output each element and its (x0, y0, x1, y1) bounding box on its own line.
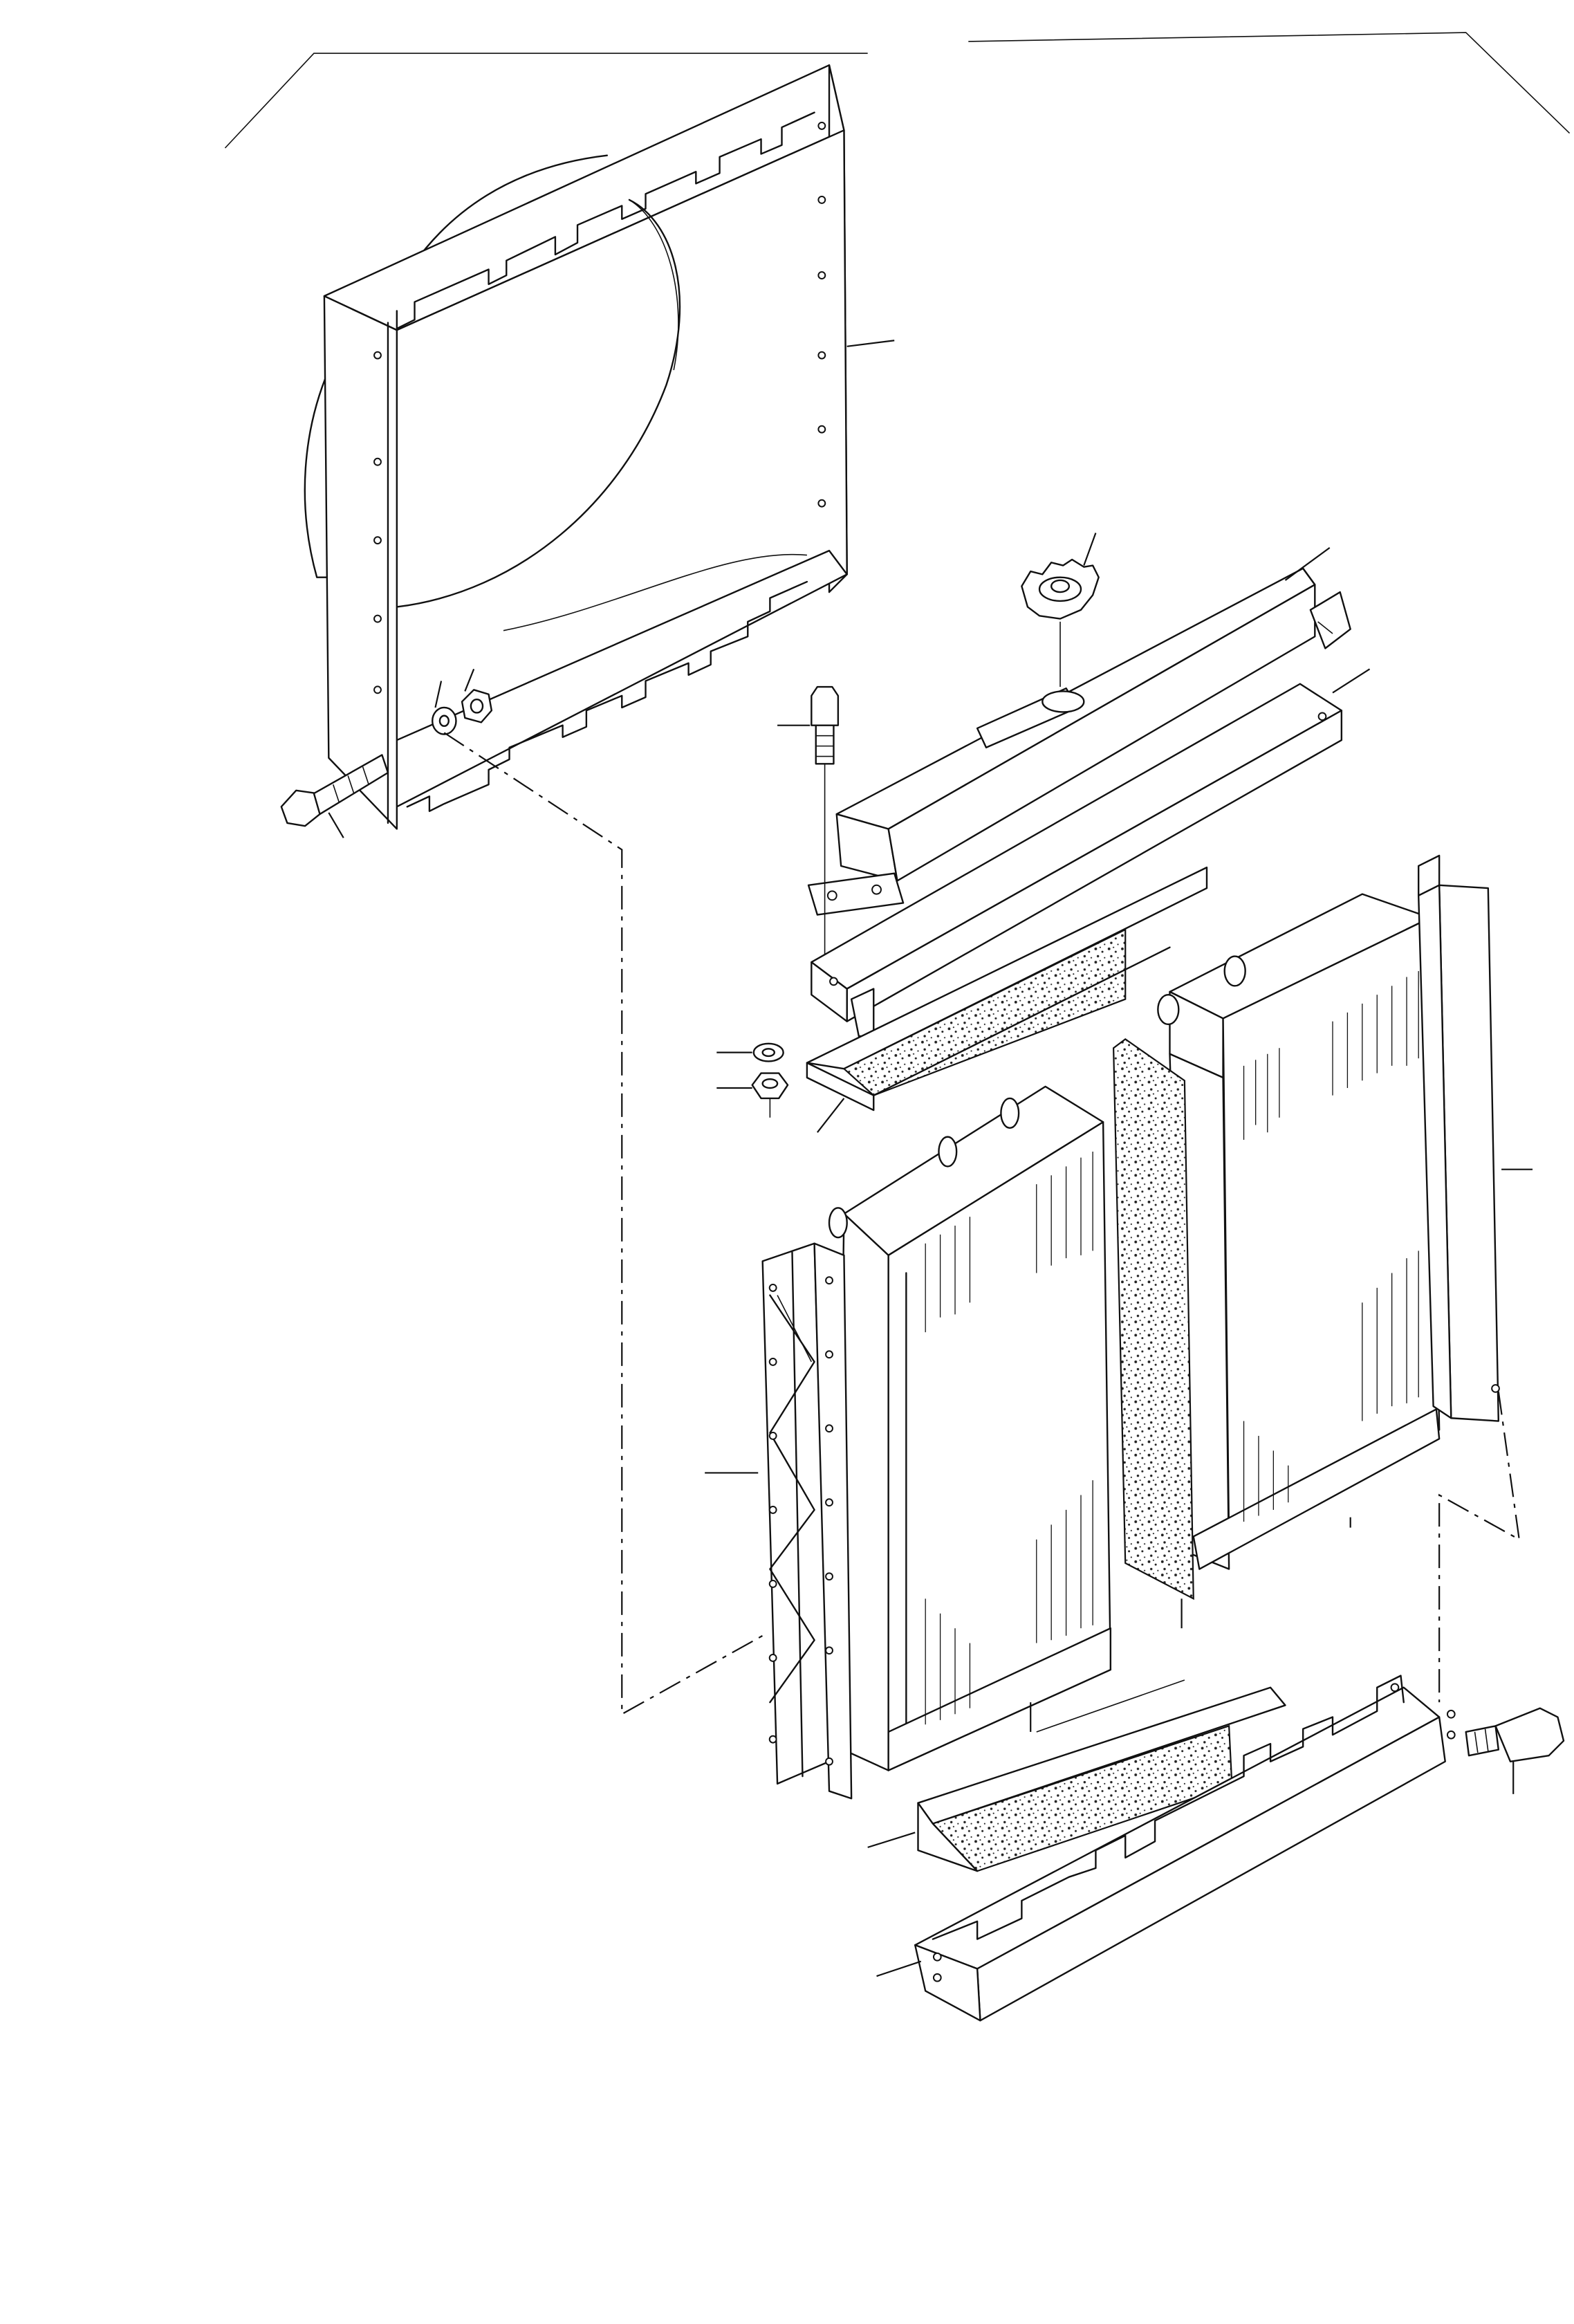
lower-bolt (1466, 1708, 1564, 1794)
bolt-icon (811, 687, 838, 764)
rear-core-fins (1244, 971, 1419, 1522)
front-core-fins (925, 1152, 1093, 1724)
cap-icon (1021, 560, 1098, 619)
nut-icon (462, 690, 492, 722)
shroud-fasteners (281, 669, 492, 838)
lower-bracket (877, 1676, 1455, 2021)
fan-blade-icon (305, 370, 329, 578)
side-support-frame (705, 1244, 851, 1799)
nut-icon (752, 1073, 788, 1098)
center-foam-seal (1113, 1039, 1194, 1628)
upper-seal-channel (807, 867, 1207, 1132)
upper-fasteners (716, 1044, 788, 1118)
radiator-cap (1021, 533, 1098, 687)
rear-core (1158, 894, 1439, 1569)
lower-seal-channel (868, 1680, 1286, 1871)
frame-holes (770, 1277, 833, 1764)
washer-icon (432, 708, 456, 735)
frame-corner-lines (225, 33, 1569, 148)
shroud-holes (374, 122, 825, 693)
assembly-line-shroud (444, 732, 762, 1714)
bolt-icon (281, 755, 388, 826)
fan-shroud (305, 65, 894, 829)
front-core (829, 1087, 1111, 1771)
upper-bracket (811, 669, 1369, 1036)
right-side-plate (1418, 856, 1533, 1421)
upper-tank (808, 548, 1351, 915)
upper-bolt (777, 687, 838, 962)
washer-icon (754, 1044, 784, 1062)
bolt-icon (1466, 1708, 1564, 1762)
assembly-line-right (1439, 1392, 1519, 1702)
